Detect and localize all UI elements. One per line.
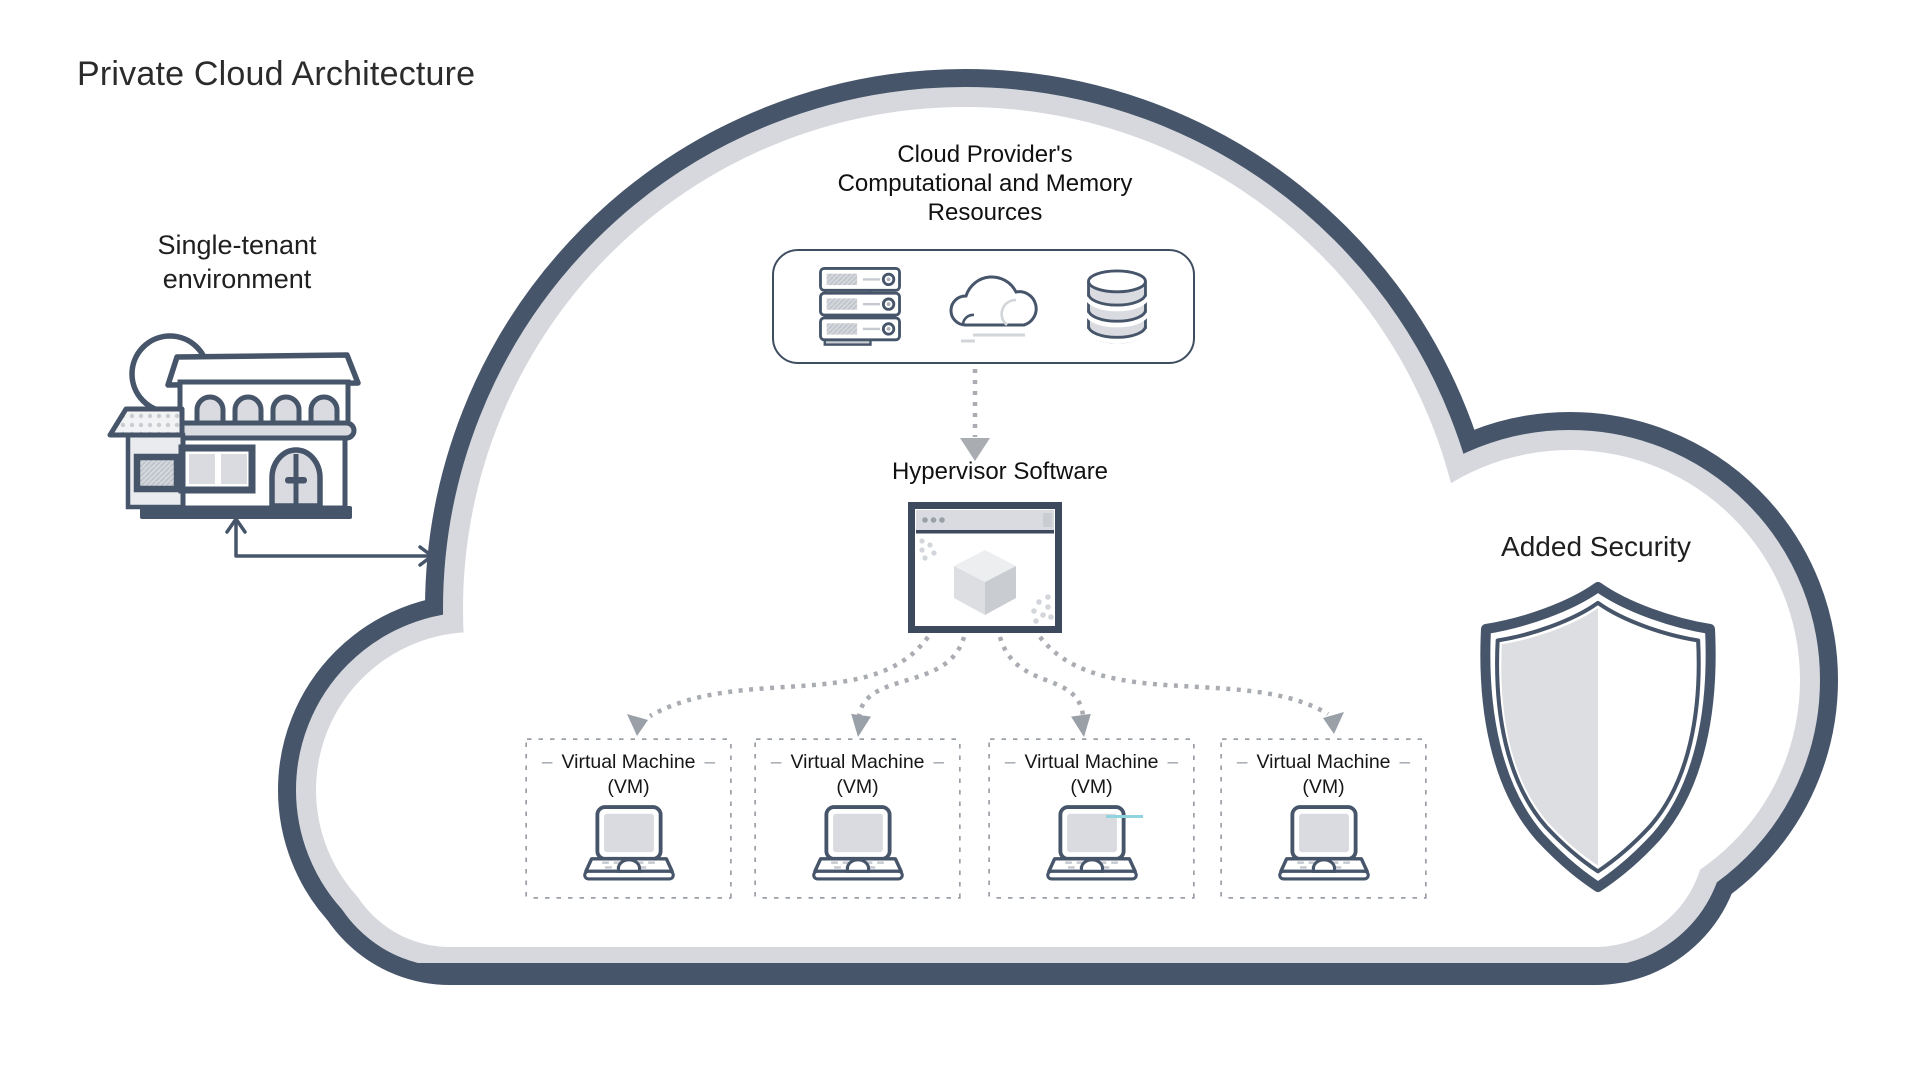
database-icon: [1085, 269, 1149, 343]
vm1-title-row: – Virtual Machine –: [527, 751, 730, 774]
vm1-right-dash: –: [704, 751, 716, 773]
shield-icon: [1480, 582, 1716, 892]
vm2-right-dash: –: [933, 751, 945, 773]
vm1-sublabel: (VM): [607, 776, 650, 798]
vm2-label: Virtual Machine: [790, 751, 925, 773]
vm-box-2: – Virtual Machine – (VM): [756, 740, 959, 897]
laptop-icon: [1277, 805, 1370, 881]
vm2-left-dash: –: [770, 751, 782, 773]
page-title: Private Cloud Architecture: [77, 55, 476, 93]
vm3-right-dash: –: [1167, 751, 1179, 773]
vm1-label: Virtual Machine: [561, 751, 696, 773]
vm4-label: Virtual Machine: [1256, 751, 1391, 773]
laptop-icon: [582, 805, 675, 881]
laptop-icon: [1045, 805, 1138, 881]
stray-cyan-line: [1106, 815, 1143, 818]
single-tenant-label: Single-tenant environment: [157, 228, 316, 296]
resources-box: [772, 249, 1195, 364]
vm1-left-dash: –: [541, 751, 553, 773]
vm4-right-dash: –: [1399, 751, 1411, 773]
browser-window-cube-icon: [908, 502, 1062, 633]
vm4-sublabel: (VM): [1302, 776, 1345, 798]
vm2-title-row: – Virtual Machine –: [756, 751, 959, 774]
resources-title-line2: Computational and Memory: [837, 170, 1133, 197]
storefront-building-icon: [107, 333, 361, 519]
vm-box-3: – Virtual Machine – (VM): [990, 740, 1193, 897]
vm-box-1: – Virtual Machine – (VM): [527, 740, 730, 897]
hypervisor-label: Hypervisor Software: [891, 458, 1109, 485]
vm3-label: Virtual Machine: [1024, 751, 1159, 773]
added-security-label: Added Security: [1501, 531, 1691, 562]
resources-title-line3: Resources: [927, 199, 1043, 226]
vm3-sublabel: (VM): [1070, 776, 1113, 798]
laptop-icon: [811, 805, 904, 881]
resources-title: Cloud Provider's Computational and Memor…: [838, 140, 1133, 227]
single-tenant-label-line1: Single-tenant: [157, 230, 317, 260]
cloud-icon: [949, 274, 1038, 342]
vm3-title-row: – Virtual Machine –: [990, 751, 1193, 774]
server-rack-icon: [819, 266, 901, 346]
vm4-title-row: – Virtual Machine –: [1222, 751, 1425, 774]
vm2-sublabel: (VM): [836, 776, 879, 798]
cube-glyph: [954, 550, 1016, 615]
single-tenant-label-line2: environment: [162, 264, 312, 294]
vm-box-4: – Virtual Machine – (VM): [1222, 740, 1425, 897]
vm3-left-dash: –: [1004, 751, 1016, 773]
vm4-left-dash: –: [1236, 751, 1248, 773]
resources-title-line1: Cloud Provider's: [897, 141, 1073, 168]
